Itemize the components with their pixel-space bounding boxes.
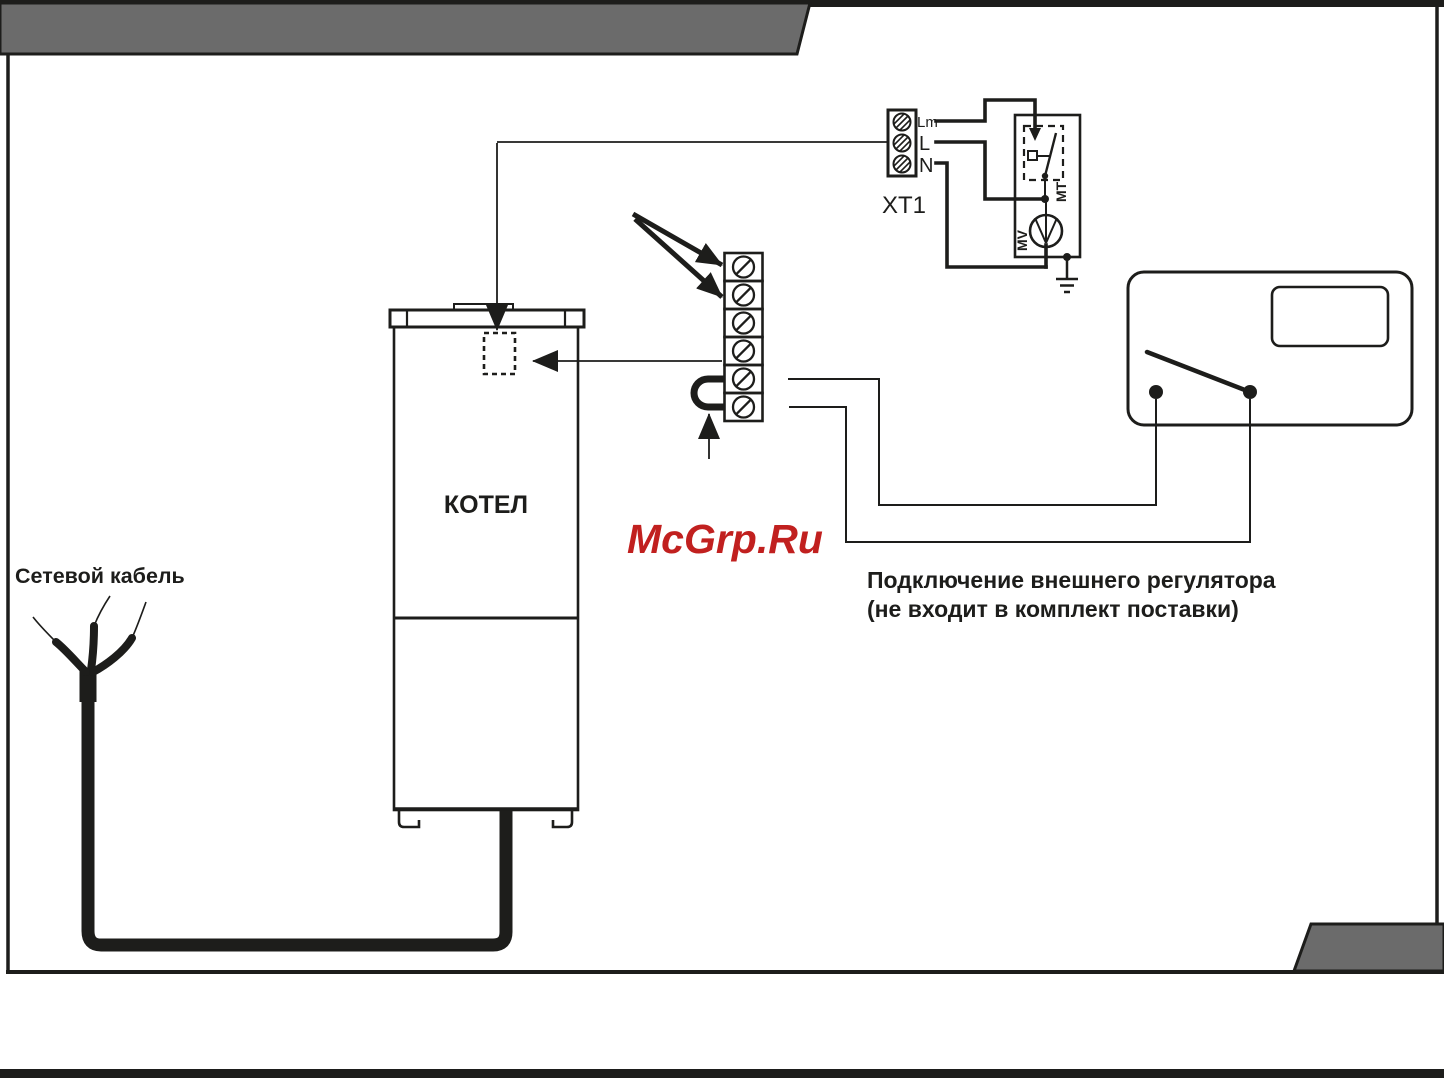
terminal-screw-icon [731, 395, 756, 419]
regulator-switch-blade [1144, 349, 1253, 395]
pointer-arrows [486, 143, 724, 459]
boiler-body [392, 325, 580, 812]
xt1-screw-icon [892, 133, 912, 153]
cable-core-left [52, 638, 90, 676]
thermostat-valve-box [1013, 113, 1082, 294]
xt1-block [886, 108, 918, 178]
boiler-cap [388, 308, 586, 329]
device-enclosure [1013, 113, 1082, 259]
cable-tip-left [32, 616, 57, 643]
thermostat-actuator [1027, 150, 1038, 161]
boiler-foot-left [397, 810, 421, 829]
mv-label: MV [1014, 229, 1030, 251]
mt-label: MT [1053, 181, 1069, 202]
regulator-wire-1 [788, 378, 1157, 506]
terminal-cell-6 [723, 391, 764, 423]
cable-run [81, 670, 513, 952]
pin-label-l: L [919, 133, 930, 155]
terminal-screw-icon [731, 255, 756, 279]
valve-motor-vane [1034, 217, 1047, 244]
boiler-label: КОТЕЛ [444, 491, 528, 519]
thermostat-contact-blade [1043, 132, 1058, 177]
external-regulator [1126, 270, 1414, 427]
regulator-display [1270, 285, 1390, 348]
mains-cable-label: Сетевой кабель [15, 564, 185, 588]
xt1-screw-icon [892, 154, 912, 174]
terminal-screw-icon [731, 367, 756, 391]
regulator-wire-2 [789, 399, 1251, 543]
wire-lm [934, 98, 1037, 130]
terminal-jumper [690, 375, 724, 411]
mains-cable [32, 595, 513, 952]
top-left-banner [0, 1, 812, 56]
xt1-screw-icon [892, 112, 912, 132]
boiler [388, 303, 586, 829]
boiler-top-tab [453, 303, 514, 310]
bottom-rule [0, 1069, 1444, 1078]
regulator-terminal-right [1243, 385, 1257, 399]
terminal-screw-icon [731, 311, 756, 335]
terminal-screw-icon [731, 339, 756, 363]
cable-core-mid [87, 622, 98, 674]
regulator-housing [1126, 270, 1414, 427]
bottom-right-banner [1291, 922, 1444, 973]
watermark-text: McGrp.Ru [627, 516, 823, 562]
wire-l [934, 140, 1043, 201]
caption-line-1: Подключение внешнего регулятора [867, 567, 1276, 593]
caption-line-2: (не входит в комплект поставки) [867, 596, 1239, 622]
cable-tip-right [131, 601, 147, 639]
regulator-wiring [788, 378, 1251, 543]
cable-core-right [89, 634, 136, 676]
ground-symbol-icon [1056, 257, 1078, 294]
callout-arrow-top-icon [631, 211, 724, 268]
cable-tip-mid [93, 595, 111, 627]
terminal-strip [690, 251, 764, 423]
thermostat-dashed-box [1022, 124, 1065, 182]
pin-label-lm: Lm [917, 114, 938, 131]
terminal-screw-icon [731, 283, 756, 307]
wire-n [934, 161, 1048, 269]
valve-motor-vane [1045, 217, 1058, 244]
callout-arrow-bottom-icon [633, 217, 724, 299]
regulator-terminal-left [1149, 385, 1163, 399]
boiler-foot-right [551, 810, 574, 829]
pin-label-n: N [919, 155, 933, 177]
contact-arrow-icon [1029, 128, 1041, 141]
xt1-housing [886, 108, 918, 178]
xt1-label: XT1 [882, 192, 926, 219]
boiler-connector-slot [482, 331, 517, 376]
